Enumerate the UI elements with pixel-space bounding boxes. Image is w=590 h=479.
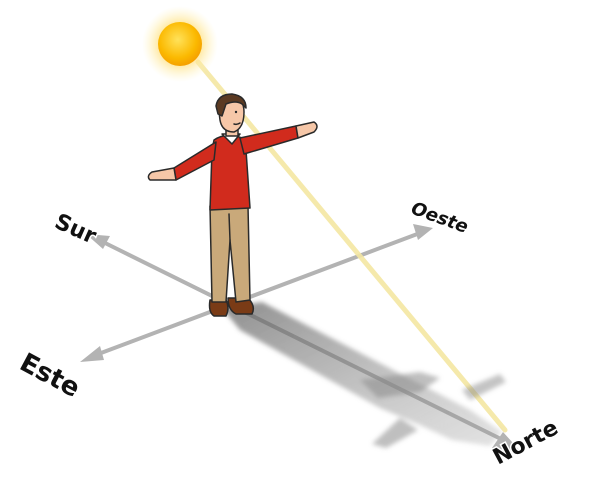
east-west-axis [80,224,433,362]
trousers [210,206,250,302]
trouser-seam [229,214,230,240]
right-hand [296,122,317,138]
east-label: Este [15,348,85,404]
eye [235,111,237,113]
left-sleeve [174,142,216,180]
east-arrowhead [80,346,104,362]
south-label: Sur [51,209,100,249]
left-hand [148,168,176,180]
west-arrowhead [413,224,433,240]
person-shadow [222,302,506,448]
sun-icon [142,6,218,82]
